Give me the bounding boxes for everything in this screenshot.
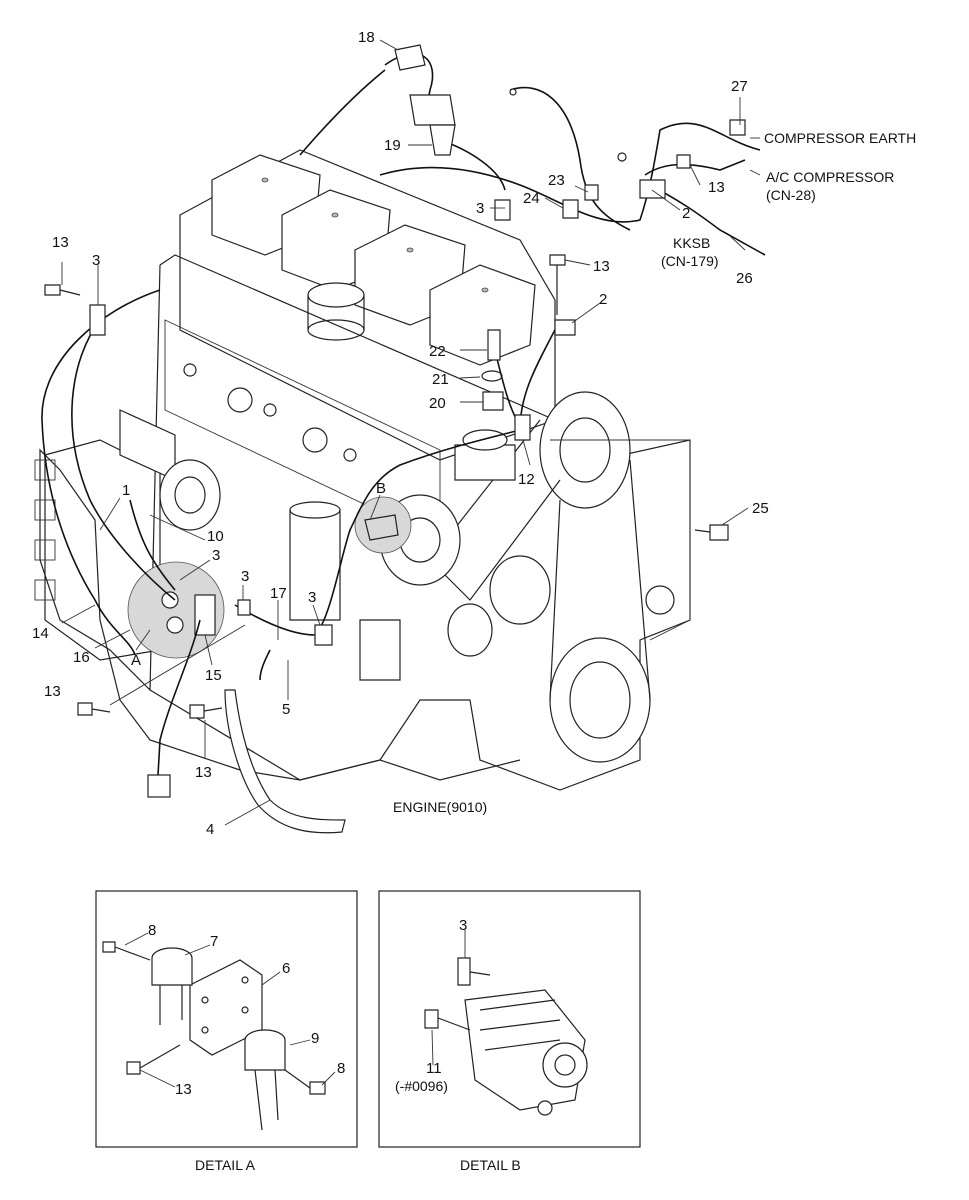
callout-3-a: 3 xyxy=(212,547,220,564)
callout-2-mid: 2 xyxy=(599,291,607,308)
callout-15: 15 xyxy=(205,667,222,684)
callout-A: A xyxy=(131,652,141,669)
label-kksb: KKSB xyxy=(673,235,710,251)
callout-14: 14 xyxy=(32,625,49,642)
callout-B: B xyxy=(376,480,386,497)
callout-3-c: 3 xyxy=(308,589,316,606)
detail-b-callout-11-note: (-#0096) xyxy=(395,1078,448,1094)
callout-numbers: 18 19 3 24 23 2 13 27 26 13 2 22 21 20 1… xyxy=(32,29,769,838)
label-cn179: (CN-179) xyxy=(661,253,719,269)
small-parts xyxy=(44,44,746,719)
callout-1: 1 xyxy=(122,482,130,499)
callout-21: 21 xyxy=(432,371,449,388)
callout-2-top: 2 xyxy=(682,205,690,222)
callout-13-left: 13 xyxy=(52,234,69,251)
callout-17: 17 xyxy=(270,585,287,602)
callout-5: 5 xyxy=(282,701,290,718)
label-compressor-earth: COMPRESSOR EARTH xyxy=(764,130,916,146)
callout-27: 27 xyxy=(731,78,748,95)
detail-a-callout-8-bottom: 8 xyxy=(337,1060,345,1077)
label-engine: ENGINE(9010) xyxy=(393,799,487,815)
callout-22: 22 xyxy=(429,343,446,360)
callout-10: 10 xyxy=(207,528,224,545)
detail-b-panel: 3 11 (-#0096) DETAIL B xyxy=(378,890,641,1173)
callout-13-top: 13 xyxy=(708,179,725,196)
callout-3-left: 3 xyxy=(92,252,100,269)
label-ac-compressor: A/C COMPRESSOR xyxy=(766,169,894,185)
callout-26: 26 xyxy=(736,270,753,287)
callout-18: 18 xyxy=(358,29,375,46)
callout-13-bottom: 13 xyxy=(195,764,212,781)
detail-b-callout-3: 3 xyxy=(459,917,467,934)
callout-16: 16 xyxy=(73,649,90,666)
callout-13-bottom-left: 13 xyxy=(44,683,61,700)
callout-13-mid: 13 xyxy=(593,258,610,275)
detail-circle-a xyxy=(127,561,225,659)
detail-a-callout-8-top: 8 xyxy=(148,922,156,939)
detail-a-callout-7: 7 xyxy=(210,933,218,950)
detail-a-callout-13: 13 xyxy=(175,1081,192,1098)
callout-25: 25 xyxy=(752,500,769,517)
leader-lines xyxy=(61,39,761,826)
callout-3-top: 3 xyxy=(476,200,484,217)
detail-b-callout-11: 11 xyxy=(426,1060,442,1077)
callout-19: 19 xyxy=(384,137,401,154)
detail-a-panel: 8 7 6 9 8 13 DETAIL A xyxy=(95,890,358,1173)
callout-24: 24 xyxy=(523,190,540,207)
callout-23: 23 xyxy=(548,172,565,189)
detail-a-callout-9: 9 xyxy=(311,1030,319,1047)
engine-block xyxy=(34,149,691,791)
detail-a-callout-6: 6 xyxy=(282,960,290,977)
callout-12: 12 xyxy=(518,471,535,488)
detail-circle-b xyxy=(354,496,412,554)
label-cn28: (CN-28) xyxy=(766,187,816,203)
callout-4: 4 xyxy=(206,821,214,838)
text-labels: COMPRESSOR EARTH A/C COMPRESSOR (CN-28) … xyxy=(393,130,916,815)
callout-3-b: 3 xyxy=(241,568,249,585)
detail-b-caption: DETAIL B xyxy=(460,1157,521,1173)
detail-a-caption: DETAIL A xyxy=(195,1157,256,1173)
callout-20: 20 xyxy=(429,395,446,412)
